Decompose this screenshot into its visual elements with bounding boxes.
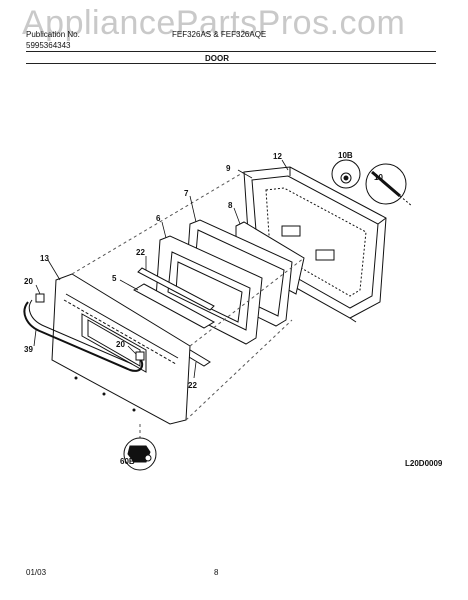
footer-date: 01/03 [26,568,47,577]
leader-lines [33,159,289,379]
callout-7: 7 [184,189,189,198]
door-handle-part [23,301,144,372]
callout-10b: 10B [338,151,353,160]
window-glass-part [132,283,216,329]
callout-60b: 60B [120,457,135,466]
header-rule-top [26,51,436,52]
callout-22-lower: 22 [188,381,197,390]
callout-39: 39 [24,345,33,354]
publication-label: Publication No. [26,30,80,39]
callout-20-right: 20 [116,340,125,349]
assembly-lines [71,171,305,438]
glass-pack-part [155,235,263,345]
publication-number: 5995364343 [26,41,71,50]
door-screw-part [123,437,157,471]
header-rule-bottom [26,63,436,64]
callout-20-left: 20 [24,277,33,286]
diagram-code: L20D0009 [405,459,443,468]
model-numbers: FEF326AS & FEF326AQE [172,30,267,39]
liner-screw-part [365,163,413,207]
washer-part [331,159,361,189]
callout-22-upper: 22 [136,248,145,257]
callout-13: 13 [40,254,49,263]
callout-12: 12 [273,152,282,161]
callout-9: 9 [226,164,231,173]
footer-page-number: 8 [214,568,219,577]
handle-cap-left [35,293,45,303]
bottom-screws [74,376,136,412]
callout-6: 6 [156,214,161,223]
callout-10: 10 [374,173,383,182]
glass-clip-upper [137,267,215,311]
callout-8: 8 [228,201,233,210]
handle-cap-right [135,351,145,361]
watermark: AppliancePartsPros.com [22,4,406,42]
section-title: DOOR [205,54,229,63]
callout-5: 5 [112,274,117,283]
